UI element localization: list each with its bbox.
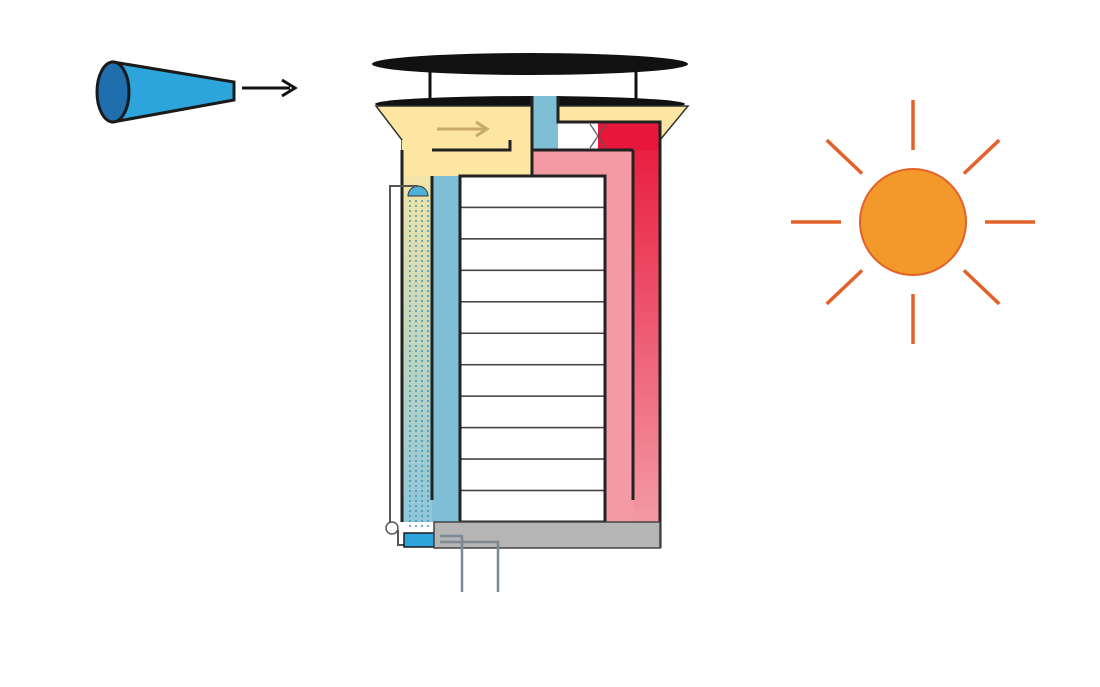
arrow-head [281, 78, 298, 98]
sun-ray [825, 269, 864, 306]
floor-slab [459, 489, 606, 523]
hood-arrow [437, 120, 490, 138]
drain-pipe-1 [440, 534, 464, 592]
rain-canopy [372, 53, 688, 112]
intake-shaft-top [402, 140, 532, 176]
cone-funnel-icon [111, 60, 236, 124]
cool-air-shaft [432, 176, 460, 522]
water-droplets [409, 200, 429, 530]
sun [791, 100, 1035, 344]
foundation-slab [433, 521, 661, 549]
warm-air-shaft [605, 150, 633, 522]
hot-exhaust-shaft [633, 122, 660, 522]
drain-pipe-2 [440, 540, 500, 592]
floor-slab [459, 395, 606, 429]
wind-direction-arrow [242, 78, 298, 98]
water-basin [403, 532, 435, 548]
shower-icon [407, 185, 429, 197]
sun-ray [962, 269, 1001, 306]
floor-slab [459, 238, 606, 272]
drain-pipes [440, 534, 500, 592]
water-spray-nozzle [407, 185, 429, 197]
canopy-cap [372, 53, 688, 75]
cool-air-top [532, 96, 558, 150]
floor-slab [459, 175, 606, 209]
sun-icon [859, 168, 967, 276]
building-floors [459, 175, 606, 523]
floor-slab [459, 269, 606, 303]
water-pump [385, 521, 399, 535]
hot-exhaust-top [598, 122, 660, 150]
return-pipe [389, 185, 418, 522]
intake-shaft [402, 150, 432, 522]
damper-line-2 [589, 123, 607, 149]
sun-ray [825, 138, 864, 175]
floor-slab [459, 426, 606, 460]
duct-outline-inner-top [432, 140, 512, 152]
sun-ray [962, 138, 1001, 175]
floor-slab [459, 458, 606, 492]
exhaust-damper-icon [589, 123, 607, 149]
floor-slab [459, 332, 606, 366]
funnel-rim [95, 60, 131, 124]
intake-hood [374, 105, 690, 151]
floor-slab [459, 206, 606, 240]
floor-slab [459, 363, 606, 397]
warm-air-top [532, 150, 633, 176]
wind-catcher-funnel [95, 60, 236, 124]
duct-outline-top-right [556, 96, 662, 548]
floor-slab [459, 301, 606, 335]
